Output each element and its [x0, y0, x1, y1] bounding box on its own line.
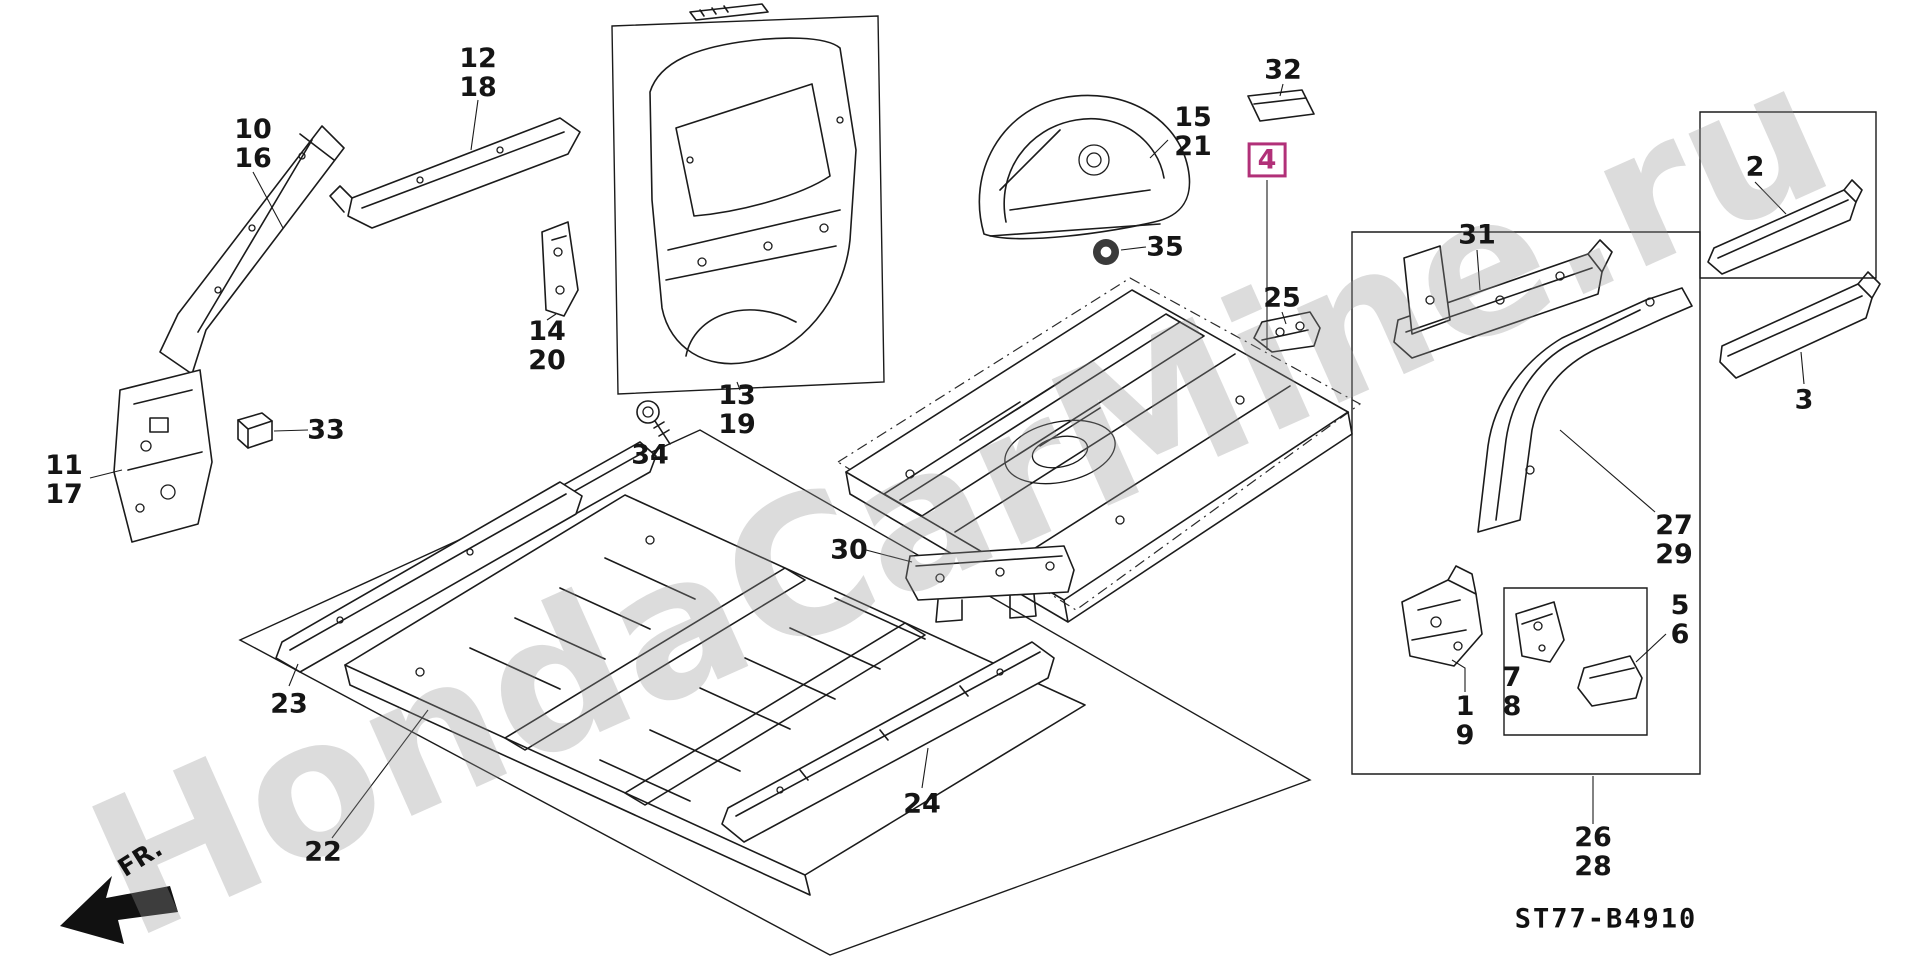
callout-15-21[interactable]: 15 21 [1174, 103, 1212, 161]
part-number: 16 [234, 143, 272, 174]
bracket-1-9-art [1401, 565, 1483, 667]
part-number: 30 [830, 534, 868, 566]
part-number: 33 [307, 414, 345, 446]
callout-24[interactable]: 24 [903, 789, 941, 818]
bolt-art [636, 400, 671, 445]
callout-10-16[interactable]: 10 16 [234, 115, 272, 173]
part-number: 1 [1455, 690, 1475, 722]
part-number: 10 [234, 113, 272, 145]
side-sill-23-art [275, 441, 657, 673]
roof-strip-art [689, 3, 769, 21]
quarter-panel-art [649, 37, 857, 365]
part-number: 17 [45, 479, 83, 510]
callout-2[interactable]: 2 [1746, 152, 1765, 181]
callout-14-20[interactable]: 14 20 [528, 317, 566, 375]
callout-34[interactable]: 34 [631, 440, 669, 469]
diagram-code: ST77-B4910 [1514, 903, 1698, 935]
callout-25[interactable]: 25 [1263, 283, 1301, 312]
rail-3-art [1719, 271, 1881, 379]
part-number: 4 [1257, 144, 1277, 176]
part-number: 8 [1502, 691, 1522, 722]
bracket-25-art [1253, 311, 1321, 353]
grommet-art [1093, 239, 1119, 265]
callout-7-8[interactable]: 7 8 [1503, 663, 1522, 721]
part-number: 13 [718, 379, 756, 411]
rail-2-art [1707, 179, 1863, 275]
bracket-7-8-art [1515, 601, 1565, 663]
front-pillar-upper-art [159, 125, 345, 375]
part-number: 5 [1670, 589, 1690, 621]
part-number: 22 [304, 836, 342, 868]
wheelhouse-art [978, 94, 1191, 240]
callout-12-18[interactable]: 12 18 [459, 44, 497, 102]
part-number: 23 [270, 688, 308, 720]
front-pillar-lower-art [113, 369, 213, 543]
callout-30[interactable]: 30 [830, 535, 868, 564]
part-number: 27 [1655, 509, 1693, 541]
part-number: 35 [1146, 231, 1184, 263]
fr-arrow-icon [60, 876, 178, 944]
bracket-5-6-art [1577, 655, 1643, 707]
bulkhead-31-art [1393, 239, 1613, 359]
part-number: 25 [1263, 282, 1301, 314]
side-sill-24-art [721, 641, 1055, 843]
rear-frame-rail-art [1477, 287, 1693, 533]
callout-23[interactable]: 23 [270, 689, 308, 718]
part-number: 24 [903, 788, 941, 820]
bracket-14-20-art [541, 221, 579, 317]
part-number: 32 [1264, 54, 1302, 86]
part-number: 3 [1794, 384, 1814, 416]
callout-27-29[interactable]: 27 29 [1655, 511, 1693, 569]
part-number: 7 [1502, 661, 1522, 693]
cube-clip-art [237, 412, 273, 449]
callout-35[interactable]: 35 [1146, 232, 1184, 261]
leader-lines [89, 83, 1805, 839]
part-number: 21 [1174, 131, 1212, 162]
part-number: 15 [1174, 101, 1212, 133]
part-number: 34 [631, 439, 669, 471]
callout-4-highlighted[interactable]: 4 [1247, 142, 1287, 178]
callout-22[interactable]: 22 [304, 837, 342, 866]
callout-33[interactable]: 33 [307, 415, 345, 444]
callout-3[interactable]: 3 [1795, 385, 1814, 414]
part-number: 26 [1574, 821, 1612, 853]
part-number: 19 [718, 409, 756, 440]
part-number: 14 [528, 315, 566, 347]
callout-31[interactable]: 31 [1458, 220, 1496, 249]
front-floor-panel-art [344, 494, 1086, 896]
plate-32-art [1247, 89, 1315, 122]
crossmember-30-art [905, 545, 1075, 623]
part-number: 2 [1745, 151, 1765, 183]
part-number: 29 [1655, 539, 1693, 570]
callout-5-6[interactable]: 5 6 [1671, 591, 1690, 649]
part-number: 9 [1455, 720, 1475, 751]
part-number: 20 [528, 345, 566, 376]
part-number: 11 [45, 449, 83, 481]
roof-side-rail-art [329, 117, 581, 229]
part-number: 18 [459, 72, 497, 103]
callout-26-28[interactable]: 26 28 [1574, 823, 1612, 881]
part-number: 12 [459, 42, 497, 74]
callout-32[interactable]: 32 [1264, 55, 1302, 84]
callout-1-9[interactable]: 1 9 [1456, 692, 1475, 750]
part-number: 28 [1574, 851, 1612, 882]
part-number: 31 [1458, 219, 1496, 251]
callout-13-19[interactable]: 13 19 [718, 381, 756, 439]
callout-11-17[interactable]: 11 17 [45, 451, 83, 509]
part-number: 6 [1670, 619, 1690, 650]
